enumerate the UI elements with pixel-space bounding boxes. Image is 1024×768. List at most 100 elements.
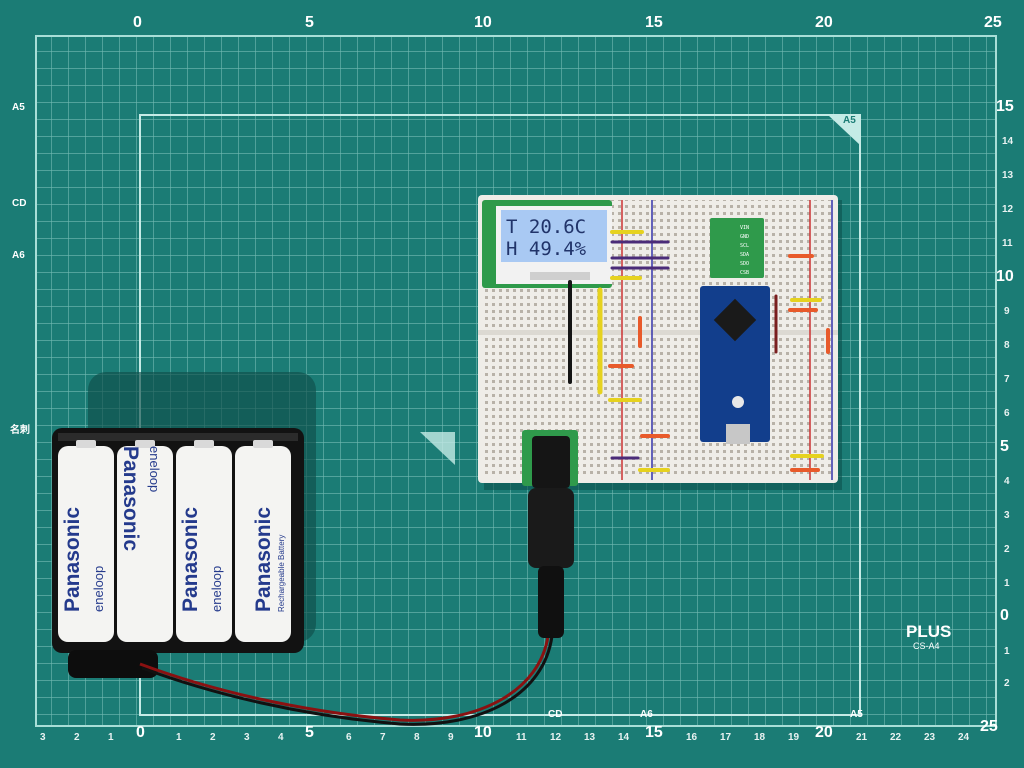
bottom-small: 2 (74, 732, 80, 743)
svg-text:GND: GND (740, 234, 749, 240)
dc-plug (528, 488, 574, 568)
bottom-small: 13 (584, 732, 596, 743)
bottom-small: 16 (686, 732, 698, 743)
bottom-small: 1 (108, 732, 114, 743)
bottom-label-cd: CD (548, 709, 563, 720)
right-ruler: 12 (1002, 204, 1014, 215)
sensor-pins: VIN GND SCL SDA SDO CSB (740, 225, 749, 276)
right-ruler-10: 10 (996, 268, 1014, 285)
right-ruler-0: 0 (1000, 607, 1009, 624)
lcd-line-1: T 20.6C (506, 216, 586, 238)
battery (176, 446, 232, 642)
right-ruler-5: 5 (1000, 438, 1009, 455)
bottom-ruler-10: 10 (474, 724, 492, 741)
bottom-small: 4 (278, 732, 284, 743)
svg-text:VIN: VIN (740, 225, 749, 231)
right-ruler: 1 (1004, 578, 1010, 589)
battery-brand: Panasonic (61, 507, 84, 612)
usb-port (726, 424, 750, 444)
bottom-small: 11 (516, 732, 527, 743)
bottom-small: 22 (890, 732, 902, 743)
left-label-cd: CD (12, 198, 27, 209)
power-cable-black (141, 635, 554, 726)
battery-labels: Panasonic eneloop Panasonic eneloop Pana… (61, 446, 286, 612)
left-label-a6: A6 (12, 250, 25, 261)
top-ruler-0: 0 (133, 14, 142, 31)
bottom-small: 7 (380, 732, 386, 743)
card-corner-mark (420, 432, 455, 465)
right-ruler: 1 (1004, 646, 1010, 657)
battery-brand: Panasonic (119, 446, 142, 551)
bottom-small: 14 (618, 732, 630, 743)
batteries (58, 440, 291, 642)
bottom-small: 12 (550, 732, 562, 743)
right-ruler: 2 (1004, 678, 1010, 689)
a5-corner-label: A5 (843, 115, 856, 126)
battery (117, 446, 173, 642)
bottom-small: 1 (176, 732, 182, 743)
bottom-small: 24 (958, 732, 970, 743)
battery-sub: eneloop (91, 566, 106, 612)
battery-clip (68, 650, 158, 678)
bottom-small: 19 (788, 732, 800, 743)
battery-brand: Panasonic (179, 507, 202, 612)
top-ruler-5: 5 (305, 14, 314, 31)
left-label-a5: A5 (12, 102, 25, 113)
bottom-ruler-20: 20 (815, 724, 833, 741)
bottom-ruler-25: 25 (980, 718, 998, 735)
battery-note: Rechargeable Battery (277, 535, 286, 612)
bottom-small: 18 (754, 732, 766, 743)
bottom-small: 17 (720, 732, 732, 743)
lcd-screen (501, 210, 607, 262)
right-ruler: 9 (1004, 306, 1010, 317)
bottom-small: 3 (40, 732, 46, 743)
bottom-small: 8 (414, 732, 420, 743)
right-ruler: 4 (1004, 476, 1010, 487)
bottom-small: 21 (856, 732, 868, 743)
svg-text:SCL: SCL (740, 243, 749, 249)
bottom-small: 23 (924, 732, 936, 743)
right-ruler: 3 (1004, 510, 1010, 521)
right-ruler: 6 (1004, 408, 1010, 419)
battery-sub: eneloop (147, 446, 162, 492)
right-ruler: 14 (1002, 136, 1014, 147)
reset-button (732, 396, 744, 408)
battery (235, 446, 291, 642)
battery-brand: Panasonic (252, 507, 275, 612)
right-ruler: 8 (1004, 340, 1010, 351)
sensor-board (710, 218, 764, 278)
right-ruler: 7 (1004, 374, 1010, 385)
power-cable-red (139, 635, 550, 722)
bottom-small: 9 (448, 732, 454, 743)
battery-sub: eneloop (209, 566, 224, 612)
bottom-ruler-15: 15 (645, 724, 663, 741)
top-ruler-15: 15 (645, 14, 663, 31)
bottom-ruler-0: 0 (136, 724, 145, 741)
jumper-wires (568, 230, 830, 472)
brand-name: PLUS (906, 622, 952, 641)
brand-model: CS-A4 (913, 641, 940, 651)
lcd-line-2: H 49.4% (506, 238, 587, 260)
left-label-card: 名刺 (10, 425, 30, 436)
dc-plug-strain-relief (538, 566, 564, 638)
right-ruler-15: 15 (996, 98, 1014, 115)
right-ruler: 2 (1004, 544, 1010, 555)
bottom-small: 2 (210, 732, 216, 743)
bottom-small: 3 (244, 732, 250, 743)
arduino-nano (700, 286, 770, 442)
dc-jack (532, 436, 570, 488)
right-ruler: 11 (1002, 238, 1013, 249)
bottom-small: 6 (346, 732, 352, 743)
top-ruler-10: 10 (474, 14, 492, 31)
bottom-ruler-5: 5 (305, 724, 314, 741)
top-ruler-20: 20 (815, 14, 833, 31)
top-ruler-25: 25 (984, 14, 1002, 31)
svg-text:SDO: SDO (740, 261, 749, 267)
right-ruler: 13 (1002, 170, 1014, 181)
svg-text:CSB: CSB (740, 270, 749, 276)
svg-text:SDA: SDA (740, 252, 749, 258)
a5-corner-mark (828, 115, 860, 145)
bottom-label-a5: A5 (850, 709, 863, 720)
battery (58, 446, 114, 642)
